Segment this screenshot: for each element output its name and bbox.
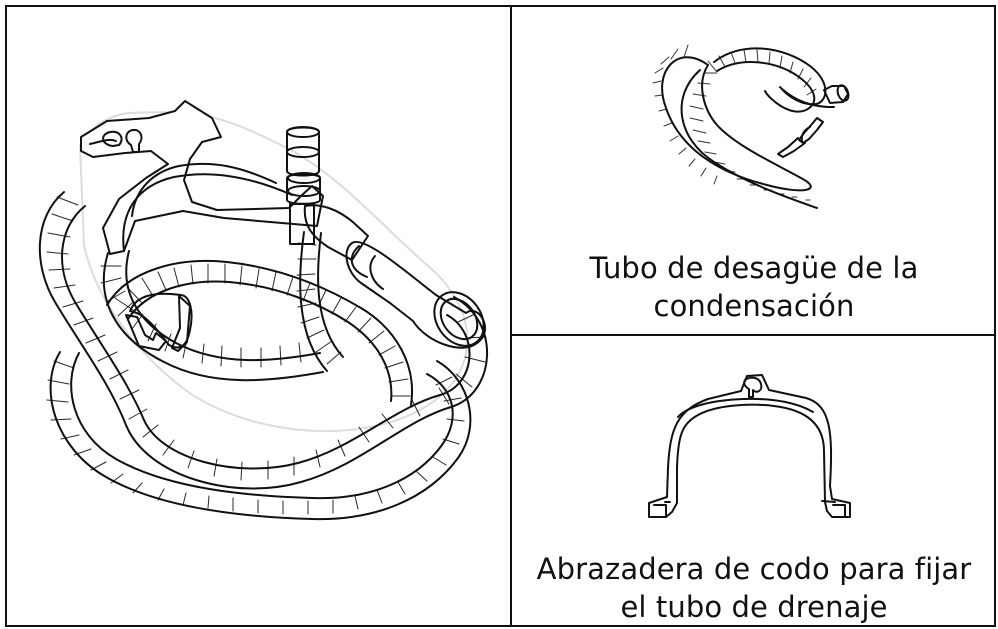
elbow-clamp-cell: Abrazadera de codo para fijar el tubo de… xyxy=(512,336,996,627)
condensation-hose-caption: Tubo de desagüe de la condensación xyxy=(589,251,919,323)
condensation-hose-illustration xyxy=(652,44,850,209)
condensation-hose-cell: Tubo de desagüe de la condensación xyxy=(512,7,996,336)
drain-hose-cell xyxy=(7,7,512,625)
elbow-clamp-caption: Abrazadera de codo para fijar el tubo de… xyxy=(536,552,972,624)
elbow-clamp-illustration xyxy=(648,374,851,518)
drain-hose-assembly-illustration xyxy=(38,100,488,521)
parts-table: Tubo de desagüe de la condensación Abraz… xyxy=(5,5,996,627)
